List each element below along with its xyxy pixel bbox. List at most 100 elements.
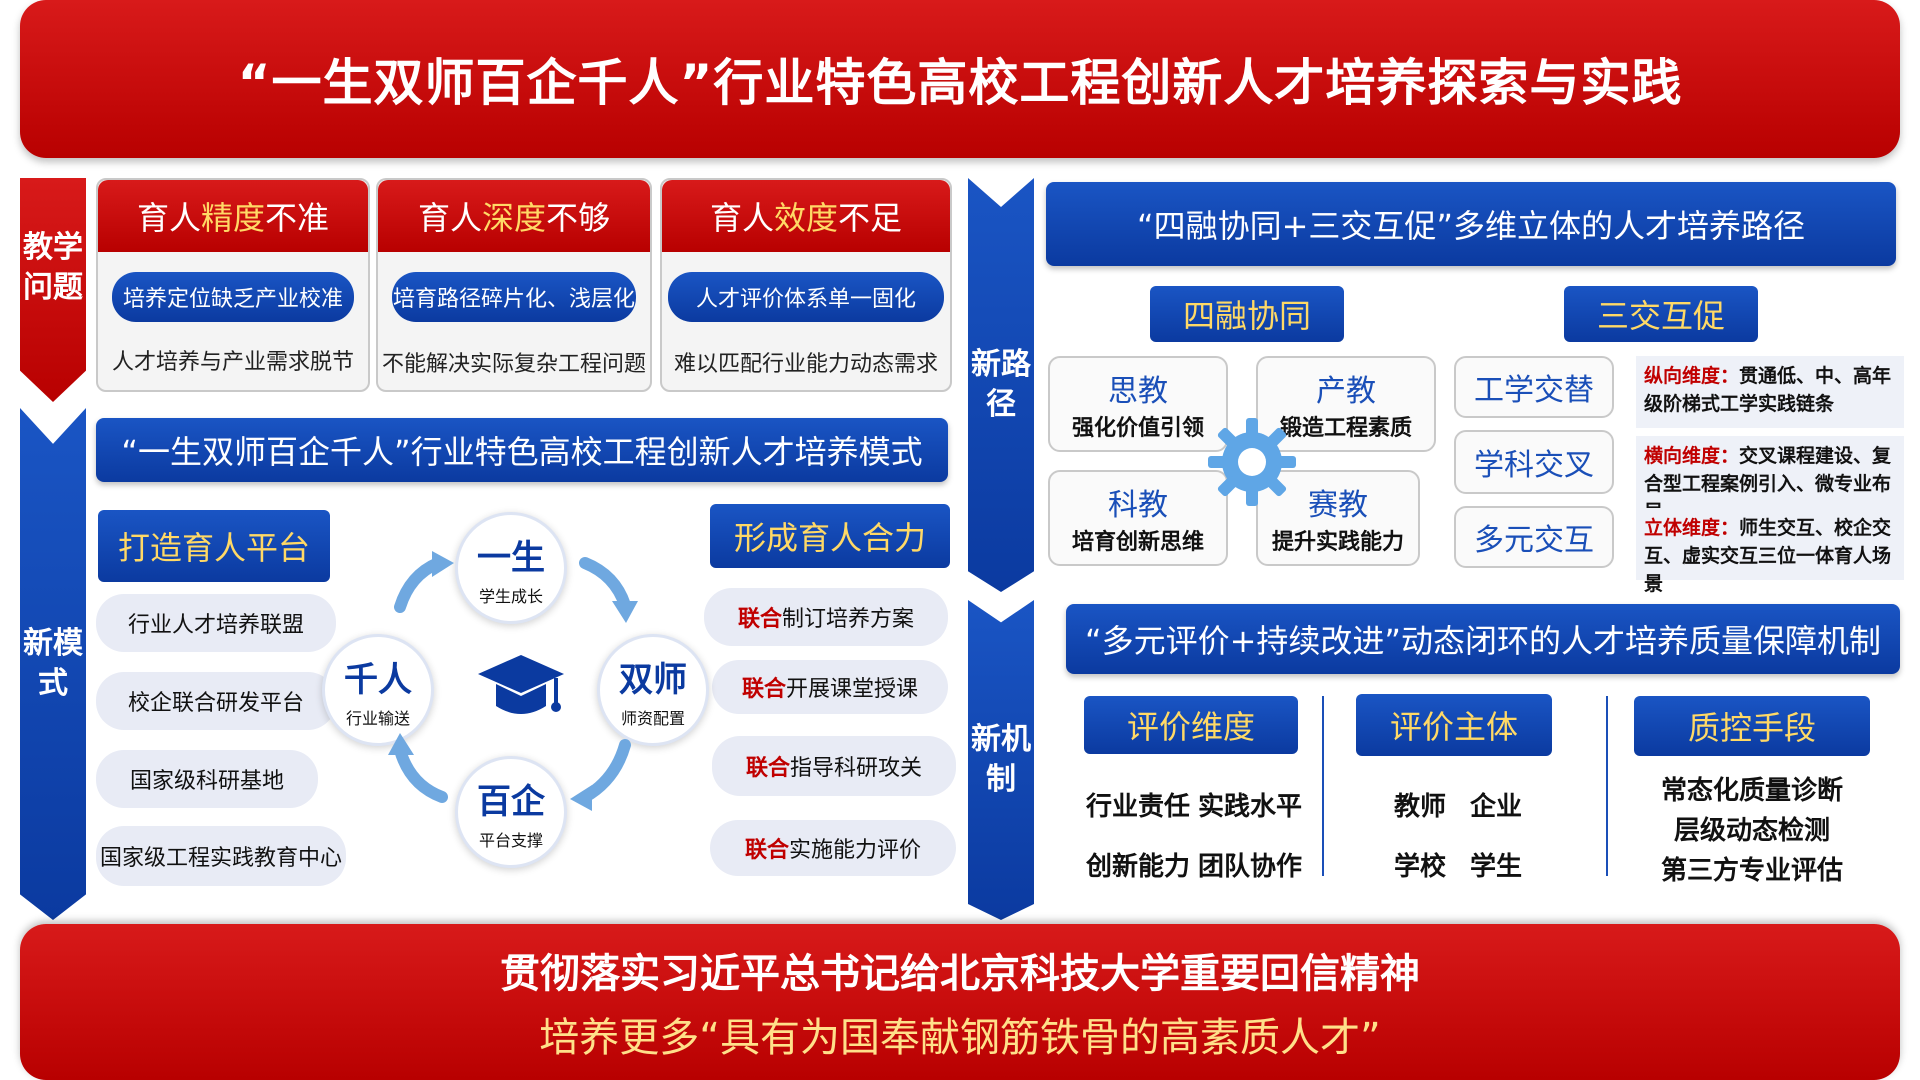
synergy-prefix: 联合 xyxy=(745,756,790,781)
cycle-node-title: 双师 xyxy=(619,659,687,700)
interaction-box: 工学交替 xyxy=(1454,356,1614,418)
fusion-sub: 锻造工程素质 xyxy=(1279,416,1412,441)
eval-dimension-heading: 评价维度 xyxy=(1084,696,1298,754)
eval-subject-item: 学生 xyxy=(1470,852,1523,882)
problem-card-head: 育人效度不足 xyxy=(662,180,950,252)
gear-icon xyxy=(1208,418,1296,506)
dimension-note: 横向维度：交叉课程建设、复合型工程案例引入、微专业布局 xyxy=(1636,436,1904,523)
dimension-label: 立体维度： xyxy=(1644,517,1740,539)
cycle-node-teachers: 双师 师资配置 xyxy=(597,634,709,746)
eval-subject-item: 企业 xyxy=(1470,792,1523,822)
problem-head-highlight: 精度 xyxy=(200,199,265,237)
synergy-prefix: 联合 xyxy=(737,607,782,632)
platform-item: 行业人才培养联盟 xyxy=(96,594,336,652)
side-label-problems-text: 教学问题 xyxy=(23,230,83,305)
curved-arrow-icon xyxy=(579,557,631,611)
cycle-node-enterprises: 百企 平台支撑 xyxy=(455,756,567,868)
fusion-title: 科教 xyxy=(1108,488,1168,523)
cycle-node-title: 千人 xyxy=(344,659,412,700)
quality-control-heading: 质控手段 xyxy=(1634,696,1870,756)
eval-dimension-item: 团队协作 xyxy=(1198,852,1303,882)
side-label-mode: 新模式 xyxy=(20,408,86,920)
problem-pill: 培养定位缺乏产业校准 xyxy=(112,272,354,322)
problem-head-pre: 育人 xyxy=(709,199,774,237)
synergy-item: 联合制订培养方案 xyxy=(704,588,948,646)
problem-desc: 不能解决实际复杂工程问题 xyxy=(381,352,646,377)
fusion-sub: 培育创新思维 xyxy=(1071,530,1204,555)
eval-dimension-item: 实践水平 xyxy=(1198,792,1303,822)
interaction-box: 多元交互 xyxy=(1454,506,1614,568)
synergy-prefix: 联合 xyxy=(744,838,789,863)
platform-item: 国家级工程实践教育中心 xyxy=(96,826,346,886)
problem-head-post: 不足 xyxy=(838,199,903,237)
curved-arrow-icon xyxy=(394,744,448,803)
synergy-heading: 形成育人合力 xyxy=(710,504,950,568)
dimension-text: 贯通低、中、高年级阶梯式工学实践链条 xyxy=(1644,365,1892,415)
interaction-title: 多元交互 xyxy=(1474,523,1594,558)
problem-head-post: 不准 xyxy=(265,199,330,237)
dimension-text: 师生交互、校企交互、虚实交互三位一体育人场景 xyxy=(1644,517,1892,595)
synergy-text: 开展课堂授课 xyxy=(786,677,919,702)
dimension-text: 交叉课程建设、复合型工程案例引入、微专业布局 xyxy=(1644,445,1892,523)
quality-control-item: 常态化质量诊断 xyxy=(1660,776,1843,806)
problem-desc: 难以匹配行业能力动态需求 xyxy=(673,352,938,377)
fusion-title: 思教 xyxy=(1108,374,1168,409)
synergy-text: 制订培养方案 xyxy=(782,607,915,632)
problem-pill: 培育路径碎片化、浅层化 xyxy=(392,272,636,322)
dimension-label: 纵向维度： xyxy=(1644,365,1740,387)
quality-control-item: 层级动态检测 xyxy=(1673,816,1830,846)
quality-control-item: 第三方专业评估 xyxy=(1660,856,1843,886)
three-interaction-heading: 三交互促 xyxy=(1564,286,1758,342)
synergy-text: 实施能力评价 xyxy=(789,838,922,863)
cycle-node-student: 一生 学生成长 xyxy=(455,512,567,624)
problem-desc: 人才培养与产业需求脱节 xyxy=(111,350,354,375)
path-banner: “四融协同+三交互促”多维立体的人才培养路径 xyxy=(1046,182,1896,266)
fusion-title: 产教 xyxy=(1316,374,1376,409)
side-label-mode-text: 新模式 xyxy=(23,626,83,701)
footer-line-1: 贯彻落实习近平总书记给北京科技大学重要回信精神 xyxy=(500,951,1420,997)
interaction-title: 学科交叉 xyxy=(1474,448,1594,483)
synergy-text: 指导科研攻关 xyxy=(790,756,923,781)
column-divider xyxy=(1322,696,1324,876)
problem-card-1: 育人精度不准 培养定位缺乏产业校准 人才培养与产业需求脱节 xyxy=(96,178,370,392)
problem-head-pre: 育人 xyxy=(417,199,482,237)
side-label-mechanism-text: 新机制 xyxy=(971,722,1031,797)
problem-card-head: 育人精度不准 xyxy=(98,180,368,252)
fusion-box: 思教 强化价值引领 xyxy=(1048,356,1228,452)
cycle-arrows xyxy=(388,551,638,811)
footer-line-2: 培养更多“具有为国奉献钢筋铁骨的高素质人才” xyxy=(539,1015,1381,1061)
interaction-title: 工学交替 xyxy=(1474,373,1594,408)
eval-dimension-item: 创新能力 xyxy=(1086,852,1191,882)
problem-card-2: 育人深度不够 培育路径碎片化、浅层化 不能解决实际复杂工程问题 xyxy=(376,178,652,392)
cycle-node-title: 百企 xyxy=(477,781,545,822)
eval-subject-item: 教师 xyxy=(1394,792,1447,822)
problem-head-pre: 育人 xyxy=(136,199,201,237)
problem-card-3: 育人效度不足 人才评价体系单一固化 难以匹配行业能力动态需求 xyxy=(660,178,952,392)
eval-dimension-item: 行业责任 xyxy=(1086,792,1191,822)
problem-head-post: 不够 xyxy=(546,199,611,237)
side-label-problems: 教学问题 xyxy=(20,178,86,402)
interaction-box: 学科交叉 xyxy=(1454,430,1614,494)
eval-subject-heading: 评价主体 xyxy=(1356,694,1552,756)
synergy-prefix: 联合 xyxy=(741,677,786,702)
cycle-node-title: 一生 xyxy=(477,537,545,578)
platform-item: 校企联合研发平台 xyxy=(96,672,336,730)
problem-pill: 人才评价体系单一固化 xyxy=(668,272,944,322)
dimension-note: 立体维度：师生交互、校企交互、虚实交互三位一体育人场景 xyxy=(1636,508,1904,595)
problem-card-head: 育人深度不够 xyxy=(378,180,650,252)
side-label-path-text: 新路径 xyxy=(971,347,1031,422)
eval-subject-item: 学校 xyxy=(1394,852,1447,882)
title-bar: “一生双师百企千人”行业特色高校工程创新人才培养探索与实践 xyxy=(20,0,1900,158)
synergy-item: 联合实施能力评价 xyxy=(710,820,956,876)
page-title: “一生双师百企千人”行业特色高校工程创新人才培养探索与实践 xyxy=(237,54,1683,112)
fusion-title: 赛教 xyxy=(1308,488,1368,523)
side-label-path: 新路径 xyxy=(968,178,1034,592)
fusion-box: 科教 培育创新思维 xyxy=(1048,470,1228,566)
graduation-cap-icon xyxy=(478,655,564,714)
fusion-sub: 提升实践能力 xyxy=(1271,530,1404,555)
footer-bar: 贯彻落实习近平总书记给北京科技大学重要回信精神 培养更多“具有为国奉献钢筋铁骨的… xyxy=(20,924,1900,1080)
fusion-sub: 强化价值引领 xyxy=(1071,416,1204,441)
synergy-item: 联合开展课堂授课 xyxy=(712,660,948,714)
cycle-node-sub: 行业输送 xyxy=(345,708,410,728)
cycle-node-sub: 平台支撑 xyxy=(478,830,543,850)
